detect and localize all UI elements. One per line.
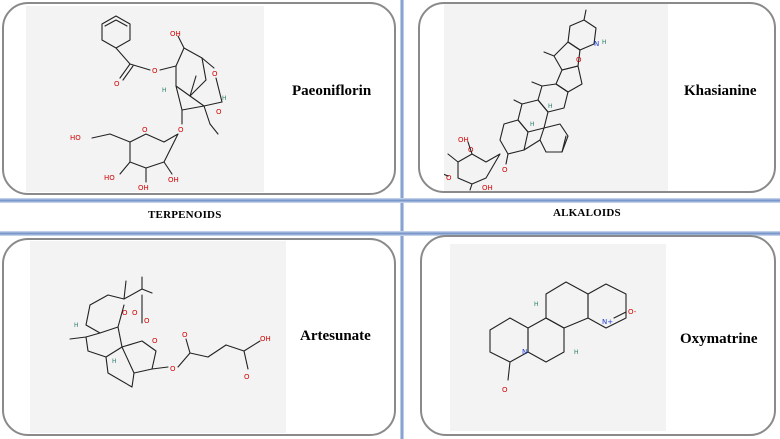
svg-text:O: O [244, 373, 250, 381]
paeoniflorin-structure: O O OH O O H H O O [26, 6, 264, 192]
svg-text:O: O [446, 174, 452, 182]
khasianine-structure: N H O O H H O OH [444, 4, 668, 191]
svg-text:H: H [534, 301, 539, 308]
artesunate-panel: O O O H H O O O O [2, 238, 396, 436]
svg-text:O: O [142, 126, 148, 134]
artesunate-structure: O O O H H O O O O [30, 241, 286, 433]
svg-text:H: H [548, 103, 553, 110]
svg-text:HO: HO [104, 174, 115, 182]
svg-text:O: O [178, 126, 184, 134]
svg-text:H: H [602, 39, 607, 46]
svg-text:O: O [576, 56, 582, 64]
svg-text:O: O [212, 70, 218, 78]
svg-text:O: O [122, 309, 128, 317]
svg-text:H: H [112, 358, 117, 365]
svg-text:O: O [170, 365, 176, 373]
svg-text:H: H [74, 322, 79, 329]
svg-text:HO: HO [70, 134, 81, 142]
svg-text:N+: N+ [602, 318, 613, 326]
svg-text:O: O [182, 331, 188, 339]
svg-text:O: O [152, 337, 158, 345]
svg-text:O-: O- [628, 308, 637, 316]
svg-text:OH: OH [170, 30, 181, 38]
svg-text:O: O [144, 317, 150, 325]
svg-text:OH: OH [458, 136, 469, 144]
svg-text:OH: OH [482, 184, 493, 191]
terpenoids-label: TERPENOIDS [148, 209, 222, 221]
khasianine-panel: N H O O H H O OH [418, 2, 776, 193]
paeoniflorin-name: Paeoniflorin [292, 83, 372, 99]
svg-text:N: N [594, 40, 599, 48]
lower-horizontal-divider [0, 231, 780, 236]
svg-text:O: O [216, 108, 222, 116]
svg-text:H: H [222, 95, 227, 102]
khasianine-name: Khasianine [684, 83, 757, 99]
vertical-divider [400, 0, 404, 439]
svg-text:N: N [522, 348, 527, 356]
svg-text:OH: OH [138, 184, 149, 192]
upper-horizontal-divider [0, 198, 780, 203]
svg-text:OH: OH [260, 335, 271, 343]
svg-text:O: O [114, 80, 120, 88]
svg-text:H: H [530, 121, 535, 128]
alkaloids-label: ALKALOIDS [553, 207, 621, 219]
svg-text:O: O [132, 309, 138, 317]
paeoniflorin-panel: O O OH O O H H O O [2, 2, 396, 195]
artesunate-name: Artesunate [300, 328, 371, 344]
oxymatrine-panel: N N+ O- O H H Oxymatrine [420, 235, 776, 436]
oxymatrine-structure: N N+ O- O H H [450, 244, 666, 431]
svg-text:O: O [502, 166, 508, 174]
oxymatrine-name: Oxymatrine [680, 331, 758, 347]
svg-text:OH: OH [168, 176, 179, 184]
svg-text:O: O [502, 386, 508, 394]
svg-text:H: H [574, 349, 579, 356]
svg-text:H: H [162, 87, 167, 94]
svg-text:O: O [152, 67, 158, 75]
